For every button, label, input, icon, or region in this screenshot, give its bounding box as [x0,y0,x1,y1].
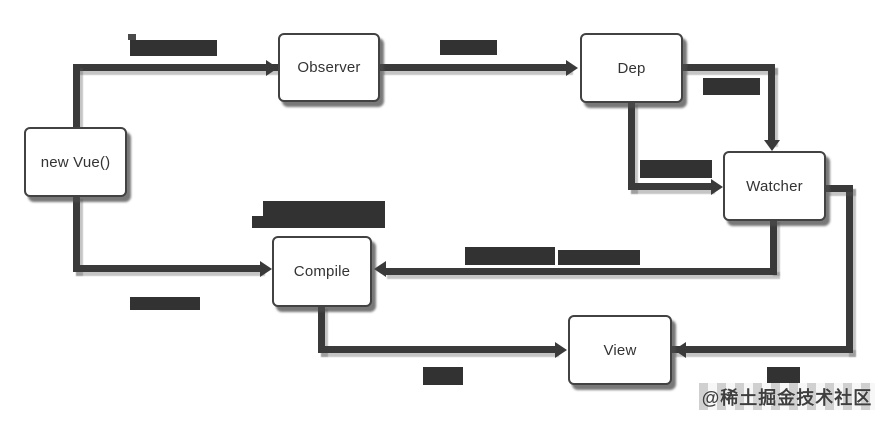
node-new-vue-label: new Vue() [40,153,111,171]
label-above-compile [263,201,385,228]
connector-newvue-to-compile-h [73,265,262,272]
connector-watcher-to-view-h [826,185,853,192]
label-observer-dep [440,40,497,55]
connector-compile-to-view-h [318,346,556,353]
connector-newvue-to-compile-v [73,195,80,272]
node-watcher-label: Watcher [746,177,803,195]
connector-watcher-to-compile-h [384,268,777,275]
node-dep: Dep [580,33,683,103]
arrow-into-view-left [555,342,567,358]
node-observer: Observer [278,33,380,102]
label-newvue-compile [130,297,200,310]
label-watcher-view [767,367,800,383]
label-watcher-compile-2 [558,250,640,265]
connector-newvue-to-observer-h [73,64,279,71]
label-dep-watcher-left [640,160,712,178]
connector-observer-to-dep [380,64,570,71]
arrow-into-watcher-top [764,140,780,151]
arrow-into-dep [566,60,578,76]
node-view: View [568,315,672,385]
connector-dep-to-watcher-top-h [683,64,775,71]
label-above-compile-nub [252,216,264,228]
node-compile-label: Compile [293,263,351,280]
connector-dep-to-watcher-left-h [628,183,712,190]
arrow-into-observer [266,60,278,76]
connector-watcher-to-compile-v [770,218,777,272]
arrow-into-compile-left [260,261,272,277]
connector-compile-to-view-v [318,305,325,353]
label-watcher-compile-1 [465,247,555,265]
node-view-label: View [603,341,637,359]
label-newvue-observer [130,40,217,56]
arrow-into-compile-right [374,261,386,277]
connector-newvue-to-observer-v [73,64,80,129]
label-dep-watcher-top [703,78,760,95]
connector-view-to-watcher-h [672,346,853,353]
arrow-into-view-right [674,342,686,358]
connector-dep-to-watcher-top-v [768,64,775,143]
node-dep-label: Dep [617,59,646,77]
node-watcher: Watcher [723,151,826,221]
arrow-into-watcher-left [711,179,723,195]
node-new-vue: new Vue() [24,127,127,197]
connector-dep-to-watcher-left-v [628,101,635,190]
label-newvue-observer-tick [128,34,136,40]
watermark: @稀土掘金技术社区 [699,383,875,410]
node-observer-label: Observer [297,59,361,76]
connector-watcher-to-view-v [846,185,853,353]
node-compile: Compile [272,236,372,307]
label-compile-view [423,367,463,385]
